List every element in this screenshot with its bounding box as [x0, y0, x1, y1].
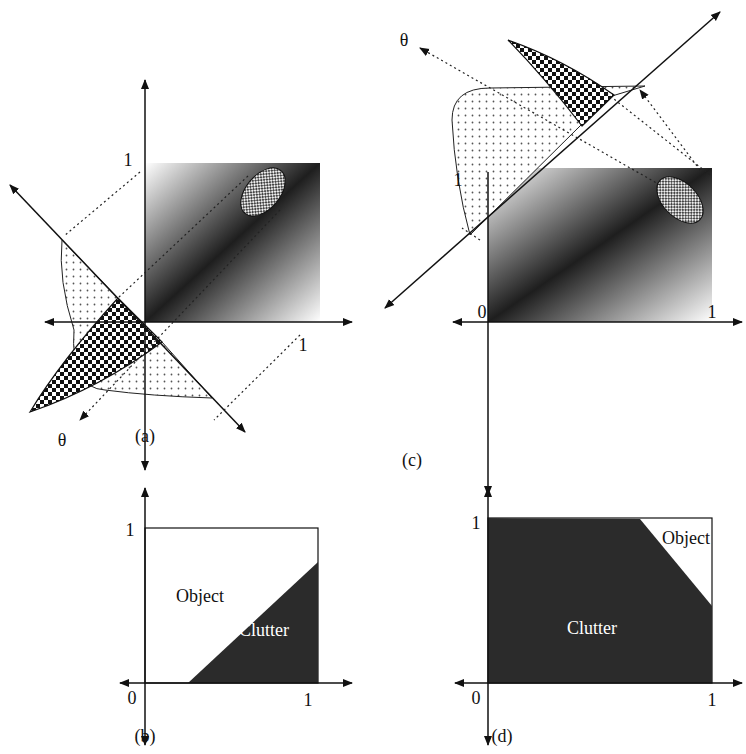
axis-tick: 1	[304, 691, 313, 709]
panel-d	[455, 488, 742, 745]
axis-tick: 0	[472, 689, 481, 707]
panel-label: (a)	[135, 427, 155, 445]
axis-name: θ	[58, 431, 67, 449]
axis-tick: 1	[126, 521, 135, 539]
axis-tick: 0	[478, 303, 487, 321]
axis-tick: 1	[124, 151, 133, 169]
panel-label: (b)	[135, 727, 156, 745]
panel-label: (d)	[492, 727, 513, 745]
axis-tick: 1	[299, 336, 308, 354]
region-label: Clutter	[567, 619, 617, 637]
panel-b	[120, 488, 352, 745]
panel-a	[10, 80, 352, 470]
axis-tick: 1	[472, 514, 481, 532]
axis-name: θ	[400, 31, 409, 49]
region-label: Object	[662, 529, 710, 547]
axis-tick: 0	[128, 689, 137, 707]
region-label: Clutter	[239, 621, 289, 639]
axis-tick: 1	[708, 691, 717, 709]
axis-tick: 1	[454, 171, 463, 189]
panel-label: (c)	[402, 451, 422, 469]
panel-c	[385, 12, 742, 495]
axis-tick: 1	[708, 303, 717, 321]
region-label: Object	[176, 587, 224, 605]
